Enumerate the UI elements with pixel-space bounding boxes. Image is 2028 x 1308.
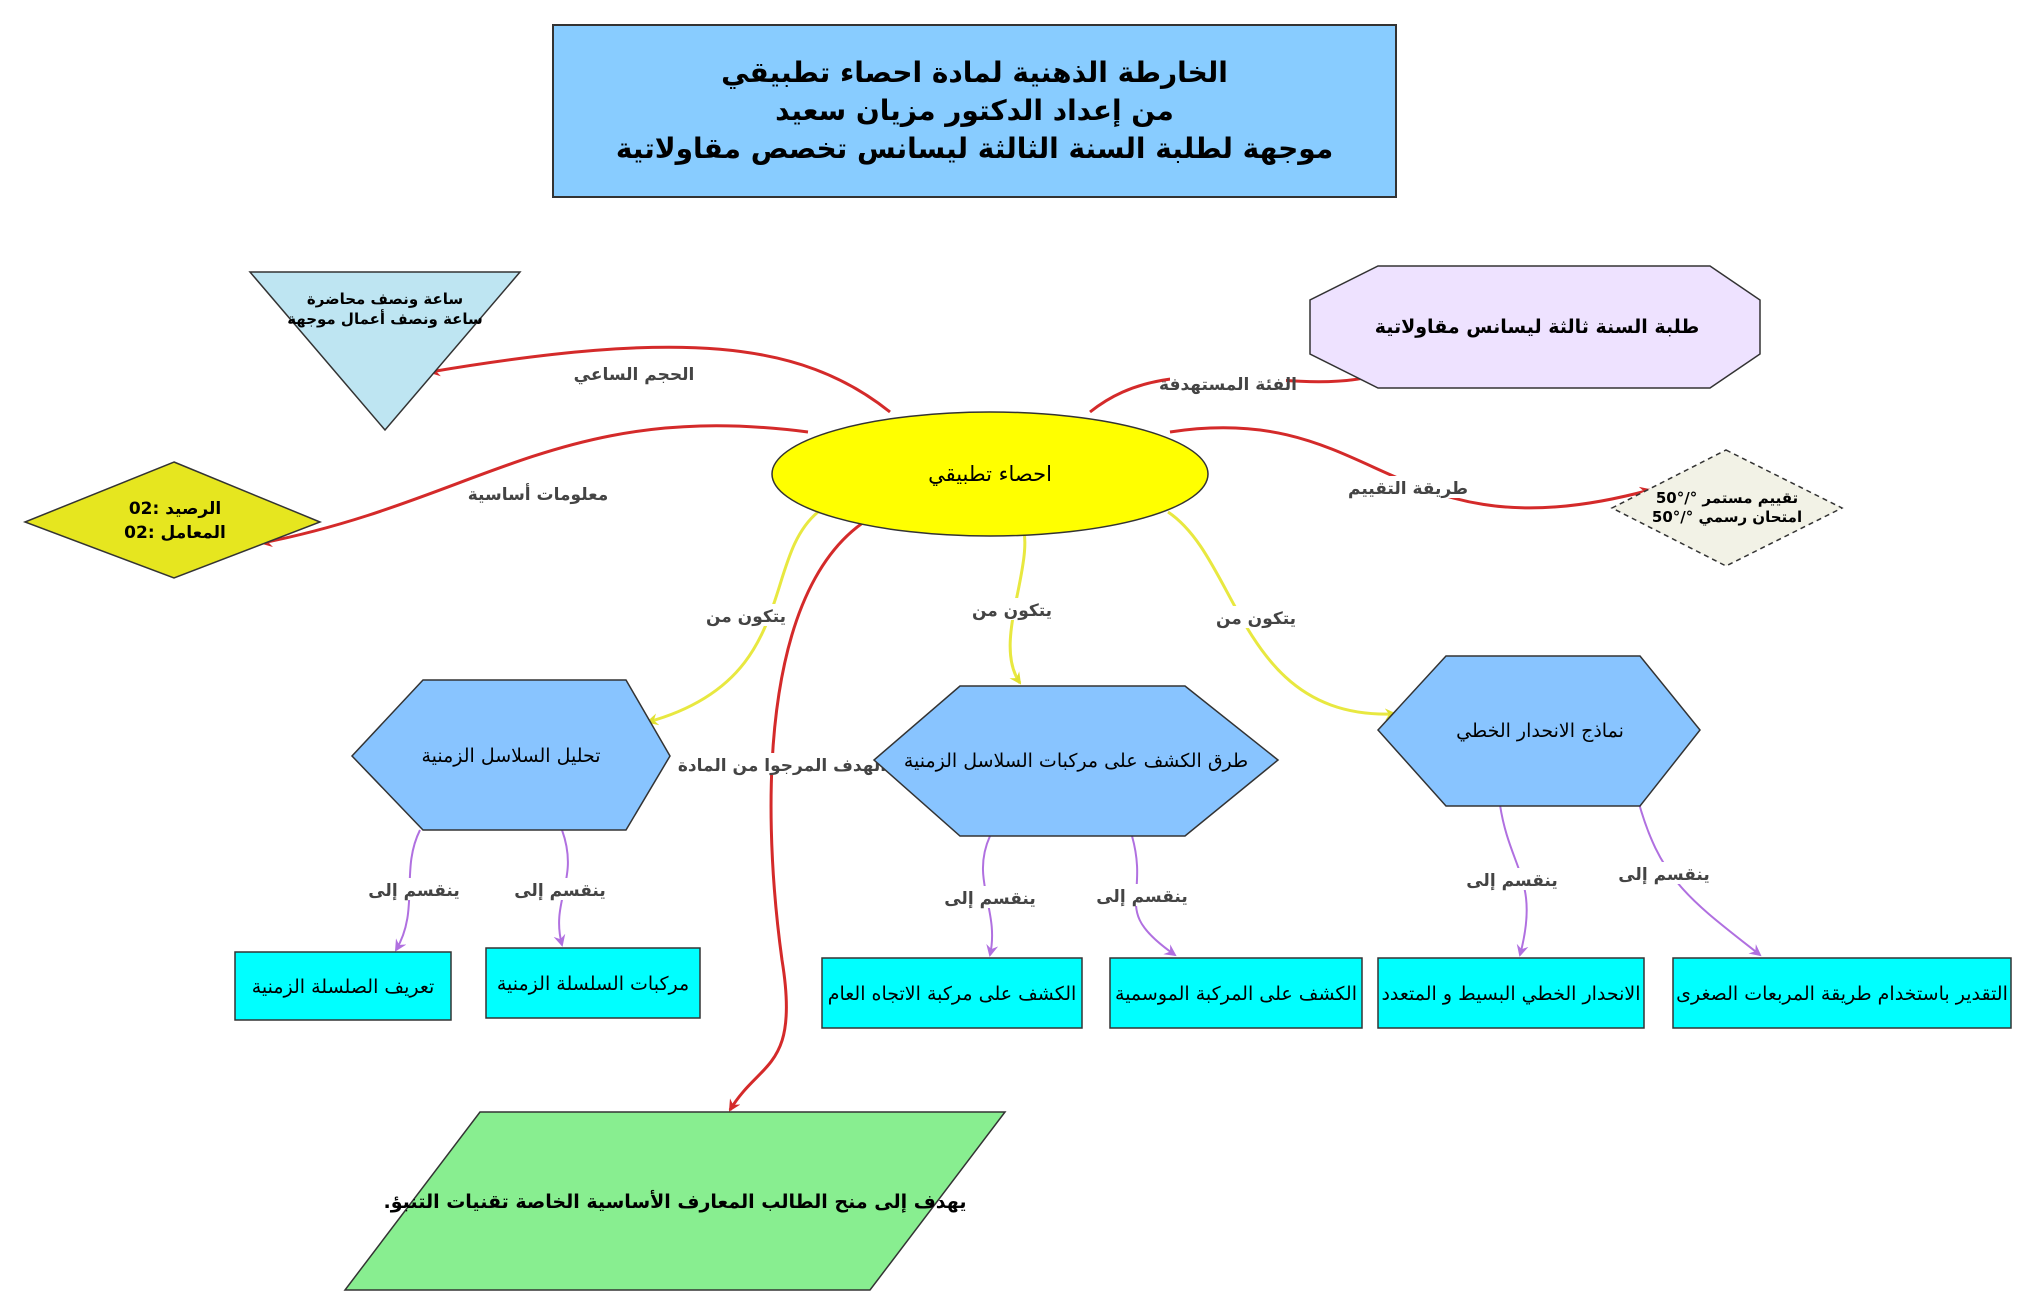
edge-label-child-3-2: ينقسم إلى bbox=[1618, 865, 1710, 885]
leaf-2-2: الكشف على المركبة الموسمية bbox=[1109, 957, 1363, 1029]
leaf-1-1: تعريف الصلسلة الزمنية bbox=[234, 951, 452, 1021]
title-box: الخارطة الذهنية لمادة احصاء تطبيقي من إع… bbox=[552, 24, 1397, 198]
title-line-3: موجهة لطلبة السنة الثالثة ليسانس تخصص مق… bbox=[615, 132, 1334, 165]
edge-child-3-2 bbox=[1637, 799, 1762, 957]
center-node: احصاء تطبيقي bbox=[771, 411, 1209, 537]
evaluation-line-2: امتحان رسمي °/°50 bbox=[1652, 508, 1802, 526]
component-label-2: طرق الكشف على مركبات السلاسل الزمنية bbox=[904, 750, 1248, 772]
edge-label-child-3-1: ينقسم إلى bbox=[1466, 871, 1558, 891]
leaf-label-1-2: مركبات السلسلة الزمنية bbox=[497, 973, 689, 995]
edge-label-goal: الهدف المرجوا من المادة bbox=[678, 756, 886, 776]
leaf-1-2: مركبات السلسلة الزمنية bbox=[485, 947, 701, 1019]
edge-label-evaluation: طريقة التقييم bbox=[1348, 479, 1468, 499]
title-line-2: من إعداد الدكتور مزيان سعيد bbox=[775, 94, 1174, 127]
component-node-2: طرق الكشف على مركبات السلاسل الزمنية bbox=[872, 685, 1280, 837]
basics-node: الرصيد :02 المعامل :02 bbox=[22, 461, 323, 579]
edge-label-child-2-1: ينقسم إلى bbox=[944, 889, 1036, 909]
evaluation-node: تقييم مستمر °/°50 امتحان رسمي °/°50 bbox=[1610, 449, 1844, 567]
leaf-label-1-1: تعريف الصلسلة الزمنية bbox=[252, 976, 435, 998]
edge-component-3 bbox=[1167, 510, 1397, 721]
volume-line-1: ساعة ونصف محاضرة bbox=[307, 290, 463, 308]
edge-label-volume: الحجم الساعي bbox=[574, 365, 695, 385]
volume-node: ساعة ونصف محاضرة ساعة ونصف أعمال موجهة bbox=[248, 271, 522, 432]
leaf-label-3-2: التقدير باستخدام طريقة المربعات الصغرى bbox=[1676, 983, 2008, 1005]
component-label-3: نماذج الانحدار الخطي bbox=[1456, 720, 1624, 742]
edge-label-child-1-2: ينقسم إلى bbox=[514, 881, 606, 901]
goal-label: يهدف إلى منح الطالب المعارف الأساسية الخ… bbox=[384, 1190, 967, 1213]
edge-basics bbox=[260, 424, 809, 547]
goal-node: يهدف إلى منح الطالب المعارف الأساسية الخ… bbox=[343, 1111, 1007, 1291]
edge-goal bbox=[728, 506, 891, 1112]
evaluation-line-1: تقييم مستمر °/°50 bbox=[1656, 489, 1798, 507]
edge-label-component-1: يتكون من bbox=[706, 607, 786, 627]
leaf-2-1: الكشف على مركبة الاتجاه العام bbox=[821, 957, 1083, 1029]
leaf-3-2: التقدير باستخدام طريقة المربعات الصغرى bbox=[1672, 957, 2012, 1029]
edge-label-target: الفئة المستهدفة bbox=[1159, 375, 1297, 395]
component-node-3: نماذج الانحدار الخطي bbox=[1376, 655, 1701, 807]
leaf-label-2-1: الكشف على مركبة الاتجاه العام bbox=[828, 983, 1077, 1005]
edge-label-child-2-2: ينقسم إلى bbox=[1096, 887, 1188, 907]
leaf-label-3-1: الانحدار الخطي البسيط و المتعدد bbox=[1381, 983, 1640, 1005]
edge-label-child-1-1: ينقسم إلى bbox=[368, 881, 460, 901]
basics-line-1: الرصيد :02 bbox=[129, 499, 221, 519]
leaf-label-2-2: الكشف على المركبة الموسمية bbox=[1115, 983, 1357, 1005]
edge-label-component-2: يتكون من bbox=[972, 601, 1052, 621]
edge-label-component-3: يتكون من bbox=[1216, 609, 1296, 629]
leaf-3-1: الانحدار الخطي البسيط و المتعدد bbox=[1377, 957, 1645, 1029]
target-node: طلبة السنة ثالثة ليسانس مقاولاتية bbox=[1309, 265, 1761, 389]
basics-line-2: المعامل :02 bbox=[124, 523, 226, 543]
edge-label-basics: معلومات أساسية bbox=[468, 483, 609, 505]
center-label: احصاء تطبيقي bbox=[928, 462, 1052, 486]
component-node-1: تحليل السلاسل الزمنية bbox=[350, 679, 671, 831]
edge-volume bbox=[428, 345, 891, 414]
edge-evaluation bbox=[1169, 426, 1652, 510]
title-line-1: الخارطة الذهنية لمادة احصاء تطبيقي bbox=[721, 56, 1228, 89]
component-label-1: تحليل السلاسل الزمنية bbox=[421, 745, 600, 767]
target-label: طلبة السنة ثالثة ليسانس مقاولاتية bbox=[1375, 316, 1700, 338]
volume-line-2: ساعة ونصف أعمال موجهة bbox=[287, 309, 483, 328]
